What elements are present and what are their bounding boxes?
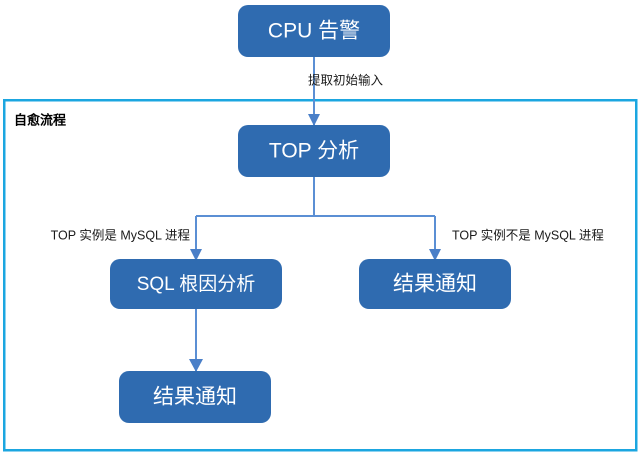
group-container-self-healing (3, 99, 638, 452)
node-sql-root-cause-shape[interactable] (110, 259, 282, 309)
node-top-analysis-shape[interactable] (238, 125, 390, 177)
node-result-notify-bottom-label: 结果通知 (153, 386, 237, 409)
node-cpu-alarm-shape[interactable] (238, 5, 390, 57)
group-container-label: 自愈流程 (14, 112, 66, 127)
node-sql-root-cause[interactable]: SQL 根因分析 (110, 259, 282, 309)
arrowhead-cpu-to-top (308, 114, 320, 126)
node-top-analysis-label: TOP 分析 (269, 140, 359, 163)
node-cpu-alarm-label: CPU 告警 (268, 20, 360, 43)
arrowhead-sql-to-notify (189, 359, 203, 372)
node-top-analysis[interactable]: TOP 分析 (238, 125, 390, 177)
node-result-notify-bottom-shape[interactable] (119, 371, 271, 423)
node-result-notify-right-shape[interactable] (359, 259, 511, 309)
node-cpu-alarm[interactable]: CPU 告警 (238, 5, 390, 57)
node-result-notify-right-label: 结果通知 (393, 273, 477, 296)
arrowhead-bus-to-sql (190, 249, 202, 261)
node-result-notify-right[interactable]: 结果通知 (359, 259, 511, 309)
edge-label-extract-initial-input: 提取初始输入 (308, 72, 384, 87)
node-result-notify-bottom[interactable]: 结果通知 (119, 371, 271, 423)
edge-label-top-is-mysql: TOP 实例是 MySQL 进程 (51, 227, 191, 242)
arrowhead-bus-to-notify (429, 249, 441, 261)
edge-label-top-not-mysql: TOP 实例不是 MySQL 进程 (452, 227, 604, 242)
node-sql-root-cause-label: SQL 根因分析 (137, 273, 256, 295)
